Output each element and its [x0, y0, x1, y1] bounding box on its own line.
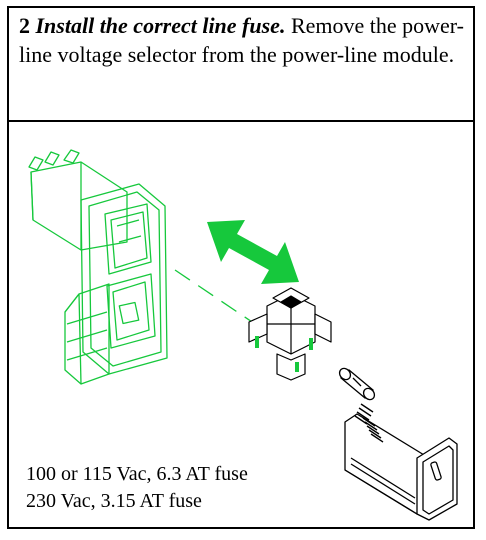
fuse-holder — [344, 413, 458, 521]
fuse-rating-notes: 100 or 115 Vac, 6.3 AT fuse 230 Vac, 3.1… — [26, 461, 248, 515]
step-body: Remove the power-line voltage selector f… — [19, 13, 465, 67]
fuse — [338, 367, 376, 401]
fuse-rating-high-voltage: 230 Vac, 3.15 AT fuse — [26, 490, 202, 512]
panel-divider — [9, 120, 473, 122]
step-title: Install the correct line fuse. — [35, 13, 286, 38]
instruction-panel: 2 Install the correct line fuse. Remove … — [7, 6, 475, 529]
fuse-spring — [354, 403, 384, 443]
step-number: 2 — [19, 13, 30, 38]
voltage-selector — [248, 287, 332, 381]
illustration-drawing — [28, 149, 458, 521]
power-line-module — [28, 149, 168, 385]
double-arrow — [207, 220, 299, 284]
fuse-illustration: 100 or 115 Vac, 6.3 AT fuse 230 Vac, 3.1… — [9, 122, 473, 527]
instruction-text: 2 Install the correct line fuse. Remove … — [9, 8, 473, 120]
fuse-rating-low-voltage: 100 or 115 Vac, 6.3 AT fuse — [26, 463, 248, 485]
